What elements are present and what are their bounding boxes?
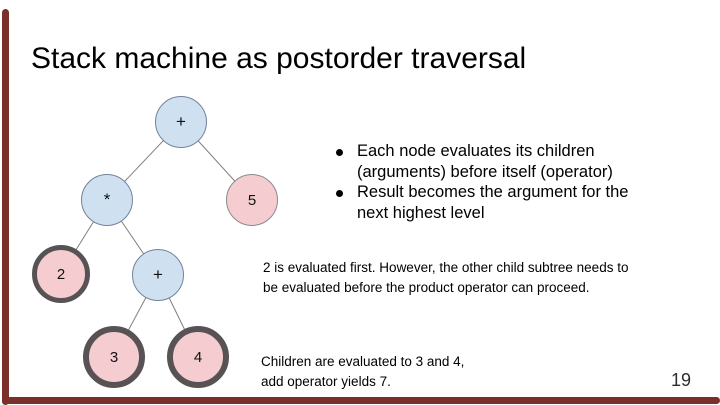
tree-node-root-plus: + (155, 96, 207, 148)
tree-node-five: 5 (226, 174, 278, 226)
tree-node-inner-plus: + (132, 249, 184, 301)
tree-node-star: * (81, 174, 133, 226)
tree-node-four: 4 (167, 326, 229, 388)
bullet-list: Each node evaluates its children (argume… (336, 141, 666, 223)
tree-node-three: 3 (83, 326, 145, 388)
bullet-text: Each node evaluates its children (argume… (357, 142, 613, 181)
bullet-item: Result becomes the argument for the next… (336, 182, 666, 223)
left-accent-bar (2, 9, 9, 405)
children-evaluation-note: Children are evaluated to 3 and 4, add o… (261, 354, 465, 389)
bullet-item: Each node evaluates its children (argume… (336, 141, 666, 182)
bullet-icon (336, 149, 343, 156)
page-number: 19 (671, 370, 692, 390)
bottom-accent-bar (2, 397, 720, 404)
tree-node-two: 2 (32, 245, 90, 303)
bullet-text: Result becomes the argument for the next… (357, 183, 629, 222)
bullet-icon (336, 190, 343, 198)
slide-title: Stack machine as postorder traversal (31, 42, 527, 75)
subtree-evaluation-note: 2 is evaluated first. However, the other… (263, 260, 629, 295)
